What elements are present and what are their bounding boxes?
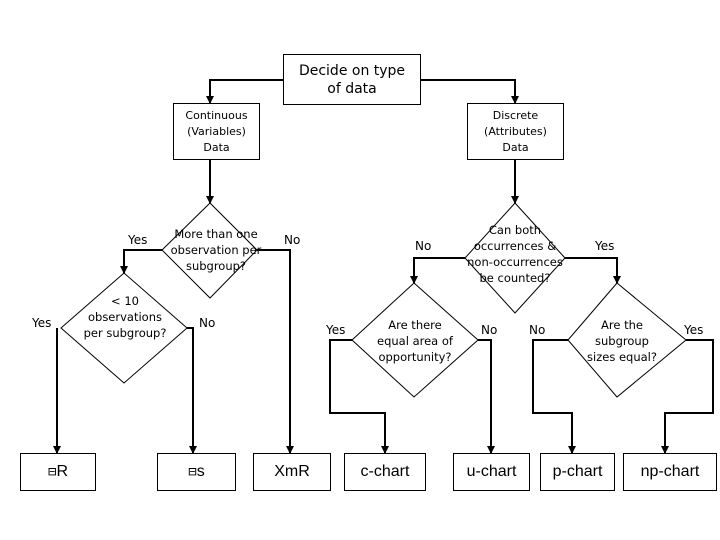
label-no-counted: No [415,239,432,253]
decision-text-counted: Can both occurrences & non-occurrences b… [467,223,563,285]
connector-sizes-no [532,339,576,454]
xbar-s-bar-glyph: ⊟ [188,464,197,480]
connector-observations-no [257,249,294,454]
label-yes-counted: Yes [595,239,615,253]
result-xbar-r: ⊟R [20,453,96,491]
result-xmr: XmR [253,453,331,491]
xbar-r-text: R [56,463,68,480]
connector-root-continuous [206,79,283,104]
root-box: Decide on type of data [283,54,421,105]
connector-counted-yes [565,257,621,284]
label-yes-observations: Yes [128,233,148,247]
discrete-data-box: Discrete (Attributes) Data [467,103,564,160]
label-yes-area: Yes [326,323,346,337]
decision-text-sizes: Are the subgroup sizes equal? [587,318,657,364]
decision-diamond-observations [161,202,258,299]
label-no-lt10: No [199,316,216,330]
decision-text-lt10: < 10 observations per subgroup? [83,294,167,340]
result-xbar-s: ⊟s [157,453,236,491]
label-no-sizes: No [529,323,546,337]
continuous-data-box: Continuous (Variables) Data [173,103,260,160]
label-no-observations: No [284,233,301,247]
decision-diamond-area [351,282,479,398]
label-yes-sizes: Yes [684,323,704,337]
result-np-chart: np-chart [623,453,717,491]
connector-counted-no [410,257,465,284]
connector-area-no [478,339,495,454]
decision-diamond-counted [464,202,566,314]
decision-diamond-lt10 [60,272,188,384]
result-p-chart: p-chart [540,453,615,491]
connector-observations-yes [120,249,162,274]
label-no-area: No [481,323,498,337]
xbar-s-text: s [196,463,205,480]
xbar-r-bar-glyph: ⊟ [48,464,57,480]
connector-sizes-yes [661,339,714,454]
connector-area-yes [329,339,389,454]
label-yes-lt10: Yes [32,316,52,330]
decision-text-area: Are there equal area of opportunity? [377,318,453,364]
decision-diamond-sizes [567,282,687,398]
result-u-chart: u-chart [453,453,530,491]
connector-root-discrete [421,79,519,104]
result-c-chart: c-chart [344,453,426,491]
connector-lt10-no [187,327,197,454]
decision-text-observations: More than one observation per subgroup? [170,227,262,273]
